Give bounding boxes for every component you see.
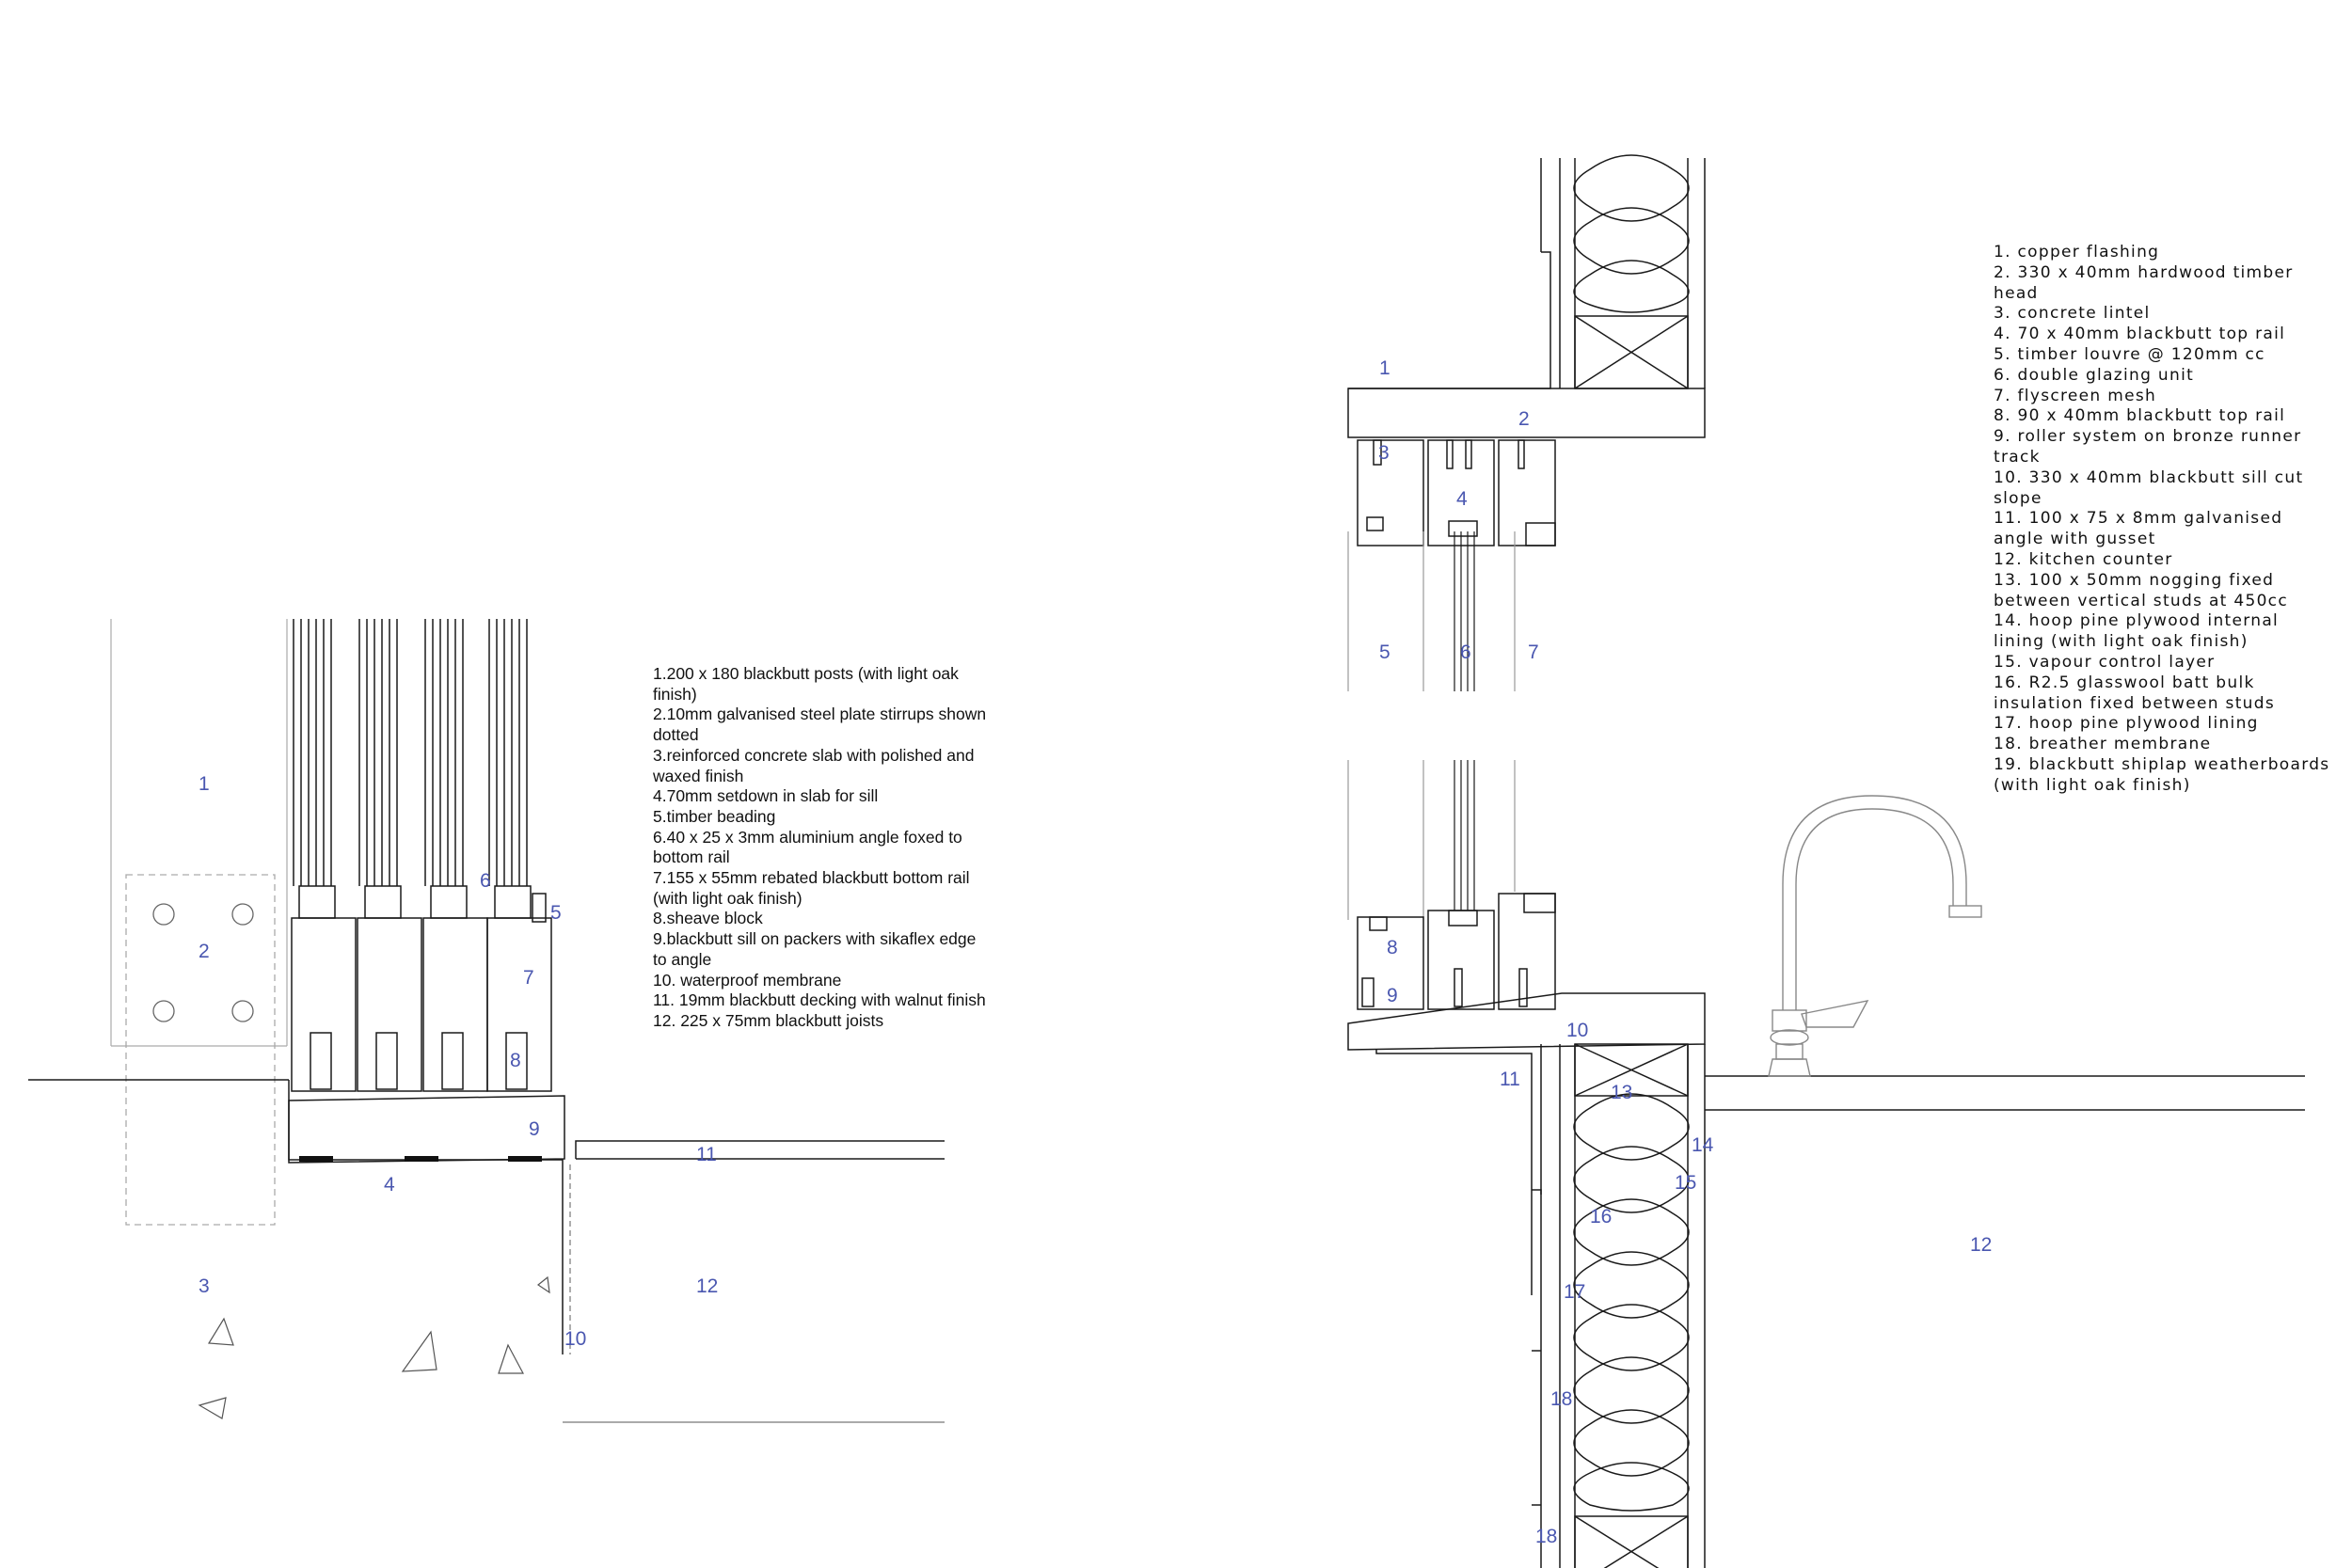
- right-label-14: 14: [1692, 1134, 1714, 1156]
- concrete-hatch: [198, 1275, 550, 1419]
- left-note: 3.reinforced concrete slab with polished…: [653, 745, 975, 785]
- blackbutt-sill-cut-slope: [1347, 992, 1706, 1051]
- right-label-7: 7: [1528, 641, 1539, 663]
- left-note: 5.timber beading: [653, 806, 776, 826]
- left-label-4: 4: [384, 1174, 395, 1196]
- left-detail-labels: 1 2 3 4 5 6 7 8 9 10 11 12: [199, 773, 718, 1350]
- left-label-11: 11: [696, 1144, 717, 1165]
- right-label-18: 18: [1550, 1388, 1572, 1410]
- right-note: 8. 90 x 40mm blackbutt top rail: [1994, 406, 2286, 426]
- right-label-8: 8: [1387, 937, 1398, 958]
- right-detail-labels: 1 2 3 4 5 6 7 8 9 10 11 12 13 14 15 16 1…: [1378, 357, 1992, 1547]
- left-label-9: 9: [529, 1118, 540, 1140]
- left-note: 4.70mm setdown in slab for sill: [653, 786, 879, 806]
- right-note: 4. 70 x 40mm blackbutt top rail: [1994, 325, 2286, 344]
- right-label-13: 13: [1611, 1082, 1632, 1103]
- lower-window-section: [1347, 760, 1516, 920]
- right-note: 11. 100 x 75 x 8mm galvanised angle with…: [1994, 509, 2283, 549]
- right-note: 12. kitchen counter: [1994, 549, 2173, 569]
- right-note: 3. concrete lintel: [1994, 304, 2151, 324]
- right-note: 16. R2.5 glasswool batt bulk insulation …: [1994, 673, 2275, 713]
- left-label-1: 1: [199, 773, 210, 795]
- steel-stirrup-dotted: [125, 874, 276, 1226]
- right-note: 13. 100 x 50mm nogging fixed between ver…: [1994, 570, 2288, 610]
- upper-stud-wall: [1348, 154, 1706, 389]
- right-note: 7. flyscreen mesh: [1994, 386, 2157, 405]
- left-label-7: 7: [523, 967, 534, 989]
- right-label-4: 4: [1456, 488, 1468, 510]
- right-note: 10. 330 x 40mm blackbutt sill cut slope: [1994, 467, 2304, 508]
- right-note: 1. copper flashing: [1994, 243, 2160, 261]
- insulation-batt: [1573, 207, 1690, 275]
- right-label-1: 1: [1379, 357, 1391, 379]
- left-note: 11. 19mm blackbutt decking with walnut f…: [653, 990, 986, 1010]
- blackbutt-sill: [288, 1095, 565, 1164]
- right-window-section: [1347, 154, 2305, 1568]
- right-label-15: 15: [1675, 1172, 1696, 1194]
- right-label-11: 11: [1500, 1069, 1520, 1090]
- sliding-door-panels: [291, 619, 552, 1092]
- left-label-10: 10: [564, 1328, 586, 1350]
- left-note: 9.blackbutt sill on packers with sikafle…: [653, 929, 977, 969]
- left-sill-section: [28, 619, 945, 1423]
- left-note: 12. 225 x 75mm blackbutt joists: [653, 1010, 884, 1030]
- right-note: 18. breather membrane: [1994, 735, 2212, 754]
- left-label-5: 5: [550, 902, 562, 924]
- right-label-6: 6: [1460, 641, 1471, 663]
- left-note: 10. waterproof membrane: [653, 970, 842, 990]
- left-label-12: 12: [696, 1275, 718, 1297]
- right-note: 17. hoop pine plywood lining: [1994, 714, 2259, 734]
- bottom-rails: [1357, 893, 1556, 1010]
- left-label-2: 2: [199, 941, 210, 962]
- left-note: 7.155 x 55mm rebated blackbutt bottom ra…: [653, 868, 970, 908]
- door-panel: [486, 619, 552, 1092]
- right-note: 2. 330 x 40mm hardwood timber head: [1994, 262, 2294, 303]
- kitchen-tap: [1768, 795, 1982, 1077]
- left-note: 8.sheave block: [653, 909, 763, 928]
- left-label-8: 8: [510, 1050, 521, 1071]
- upper-window-section: [1347, 531, 1516, 691]
- blackbutt-post: [110, 619, 288, 1047]
- right-label-17: 17: [1564, 1281, 1585, 1303]
- galvanised-angle: [1375, 1050, 1533, 1295]
- left-label-6: 6: [480, 870, 491, 892]
- stirrup-bolts: [152, 903, 254, 1022]
- right-label-16: 16: [1590, 1206, 1612, 1227]
- right-note: 5. timber louvre @ 120mm cc: [1994, 344, 2265, 364]
- insulation-batt: [1573, 154, 1690, 222]
- lower-insulation-batts: [1573, 1093, 1690, 1512]
- right-label-2: 2: [1518, 408, 1530, 430]
- right-note: 14. hoop pine plywood internal lining (w…: [1994, 611, 2280, 652]
- right-label-12: 12: [1970, 1234, 1992, 1256]
- left-note: 6.40 x 25 x 3mm aluminium angle foxed to…: [653, 827, 962, 867]
- right-note: 19. blackbutt shiplap weatherboards (wit…: [1994, 754, 2330, 795]
- lower-stud-wall: [1532, 1043, 1706, 1568]
- left-detail-notes: 1.200 x 180 blackbutt posts (with light …: [653, 664, 992, 1032]
- left-note: 1.200 x 180 blackbutt posts (with light …: [653, 664, 959, 704]
- hardwood-timber-head: [1347, 388, 1706, 438]
- door-panel: [357, 619, 422, 1092]
- left-note: 2.10mm galvanised steel plate stirrups s…: [653, 705, 987, 745]
- right-label-10: 10: [1566, 1020, 1588, 1041]
- slab-setdown: [288, 1080, 564, 1354]
- blackbutt-decking: [575, 1140, 945, 1159]
- right-label-9: 9: [1387, 985, 1398, 1006]
- right-detail-notes: 1. copper flashing 2. 330 x 40mm hardwoo…: [1994, 243, 2332, 797]
- right-label-3: 3: [1378, 442, 1390, 464]
- left-label-3: 3: [199, 1275, 210, 1297]
- right-label-18b: 18: [1535, 1526, 1557, 1547]
- right-note: 15. vapour control layer: [1994, 652, 2216, 672]
- right-label-5: 5: [1379, 641, 1391, 663]
- door-panel: [422, 619, 488, 1092]
- right-note: 6. double glazing unit: [1994, 365, 2195, 385]
- door-panel: [291, 619, 357, 1092]
- insulation-batt: [1573, 260, 1690, 313]
- sill-packers: [299, 1156, 542, 1162]
- right-note: 9. roller system on bronze runner track: [1994, 427, 2302, 467]
- kitchen-counter: [1705, 1075, 2305, 1111]
